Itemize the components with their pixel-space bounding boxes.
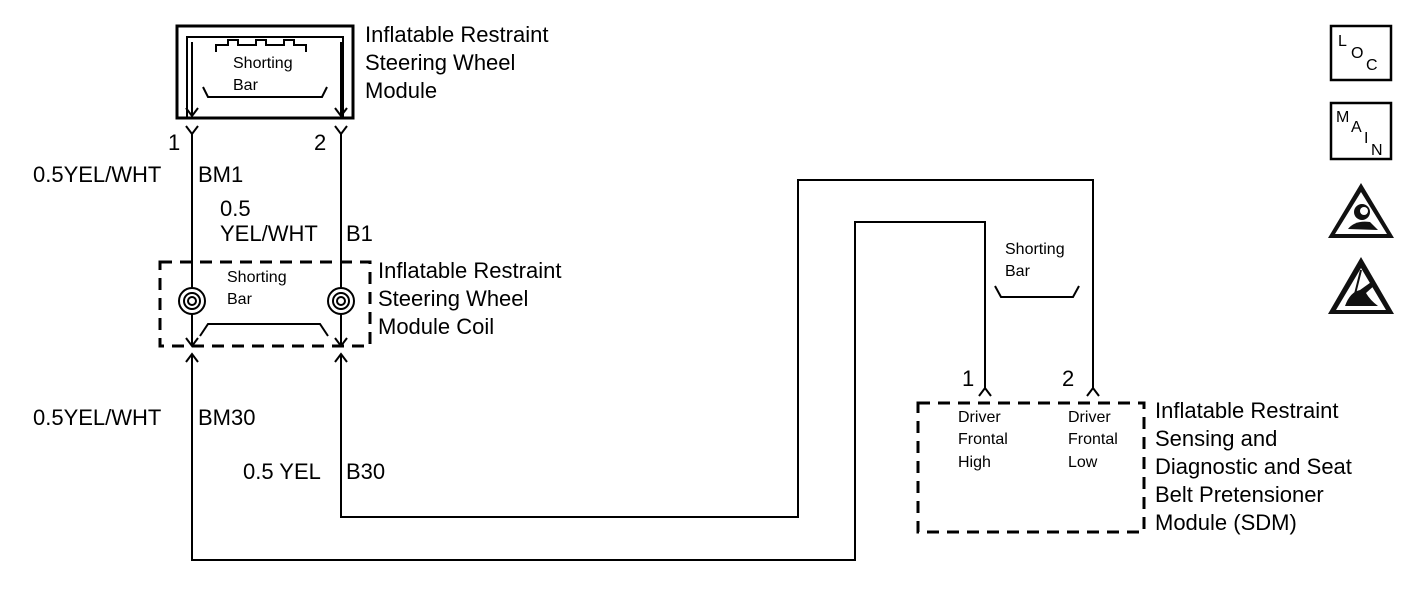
sdm-pin1-desc-2: Frontal bbox=[958, 431, 1008, 448]
module-inner-outline bbox=[186, 36, 344, 119]
sdm-pin2-symbol bbox=[1086, 386, 1100, 397]
pin1-connector-symbol bbox=[185, 125, 199, 136]
sdm-pin2-desc-1: Driver bbox=[1068, 409, 1111, 426]
wire-bm1-circuit: BM1 bbox=[198, 162, 243, 187]
sdm-label-line3: Diagnostic and Seat bbox=[1155, 454, 1352, 479]
module-connector: 1 2 bbox=[168, 125, 348, 155]
airbag-warning-icon bbox=[1328, 183, 1394, 238]
coil-label-line2: Steering Wheel bbox=[378, 286, 528, 311]
coil-right-inner bbox=[336, 296, 346, 306]
loc-icon[interactable]: L O C bbox=[1329, 24, 1393, 82]
coil-right-arrow bbox=[334, 337, 348, 348]
pin2-connector-symbol bbox=[334, 125, 348, 136]
module-label-line3: Module bbox=[365, 78, 437, 103]
sdm-pin1-desc-3: High bbox=[958, 454, 991, 471]
sdm-shorting-bar-label-2: Bar bbox=[1005, 263, 1031, 280]
coil-right-mid bbox=[332, 292, 350, 310]
main-icon[interactable]: M A I N bbox=[1329, 101, 1393, 161]
module-coil: Shorting Bar Inflatable Restraint Steeri… bbox=[158, 258, 561, 348]
pin2-number: 2 bbox=[314, 130, 326, 155]
module-label-line2: Steering Wheel bbox=[365, 50, 515, 75]
coil-left-mid bbox=[183, 292, 201, 310]
main-letter-m: M bbox=[1336, 109, 1349, 126]
wire-b1-circuit: B1 bbox=[346, 221, 373, 246]
pin2-arrow bbox=[334, 107, 348, 118]
loc-letter-o: O bbox=[1351, 45, 1363, 62]
sdm-pin2-desc-3: Low bbox=[1068, 454, 1098, 471]
coil-right-outer bbox=[327, 287, 355, 315]
sdm-pin1-desc-1: Driver bbox=[958, 409, 1001, 426]
sdm-outline bbox=[916, 401, 1146, 534]
sdm-label-line5: Module (SDM) bbox=[1155, 510, 1297, 535]
wire-bm1-color: 0.5YEL/WHT bbox=[33, 162, 161, 187]
wire-b30 bbox=[340, 179, 1094, 518]
loc-letter-l: L bbox=[1338, 33, 1347, 50]
sdm-pin2-number: 2 bbox=[1062, 366, 1074, 391]
coil-left-inner bbox=[187, 296, 197, 306]
pin1-arrow bbox=[185, 107, 199, 118]
shorting-bar bbox=[202, 86, 328, 98]
main-letter-a: A bbox=[1351, 119, 1362, 136]
coil-label-line3: Module Coil bbox=[378, 314, 494, 339]
coil-shorting-bar-label-1: Shorting bbox=[227, 269, 287, 286]
coil-left-arrow bbox=[185, 337, 199, 348]
main-letter-n: N bbox=[1371, 142, 1383, 159]
loc-letter-c: C bbox=[1366, 57, 1378, 74]
module-label-line1: Inflatable Restraint bbox=[365, 22, 548, 47]
coil-outline bbox=[158, 260, 372, 348]
shorting-bar-label-1: Shorting bbox=[233, 55, 293, 72]
wire-b1-color: YEL/WHT bbox=[220, 221, 318, 246]
pin1-number: 1 bbox=[168, 130, 180, 155]
coil-label-line1: Inflatable Restraint bbox=[378, 258, 561, 283]
coil-shorting-bar bbox=[199, 323, 329, 337]
steering-wheel-module: Shorting Bar Inflatable Restraint Steeri… bbox=[175, 22, 548, 120]
sdm-shorting-bar-label-1: Shorting bbox=[1005, 241, 1065, 258]
sdm-module: Shorting Bar 1 2 Driver Frontal High Dri… bbox=[916, 241, 1352, 535]
wire-bm30-color: 0.5YEL/WHT bbox=[33, 405, 161, 430]
sdm-shorting-bar bbox=[994, 285, 1080, 298]
coil-left-outer bbox=[178, 287, 206, 315]
sdm-pin1-number: 1 bbox=[962, 366, 974, 391]
wire-b1-size: 0.5 bbox=[220, 196, 251, 221]
sdm-label-line1: Inflatable Restraint bbox=[1155, 398, 1338, 423]
sdm-label-line2: Sensing and bbox=[1155, 426, 1277, 451]
wire-bm30-circuit: BM30 bbox=[198, 405, 255, 430]
connector-tabs bbox=[215, 39, 307, 52]
sdm-label-line4: Belt Pretensioner bbox=[1155, 482, 1324, 507]
main-letter-i: I bbox=[1364, 130, 1368, 147]
esd-warning-icon bbox=[1328, 257, 1394, 314]
sdm-pin2-desc-2: Frontal bbox=[1068, 431, 1118, 448]
sdm-pin1-symbol bbox=[978, 386, 992, 397]
wire-b30-color: 0.5 YEL bbox=[243, 459, 321, 484]
coil-shorting-bar-label-2: Bar bbox=[227, 291, 253, 308]
wire-bm30 bbox=[191, 221, 986, 561]
wire-b30-circuit: B30 bbox=[346, 459, 385, 484]
shorting-bar-label-2: Bar bbox=[233, 77, 259, 94]
